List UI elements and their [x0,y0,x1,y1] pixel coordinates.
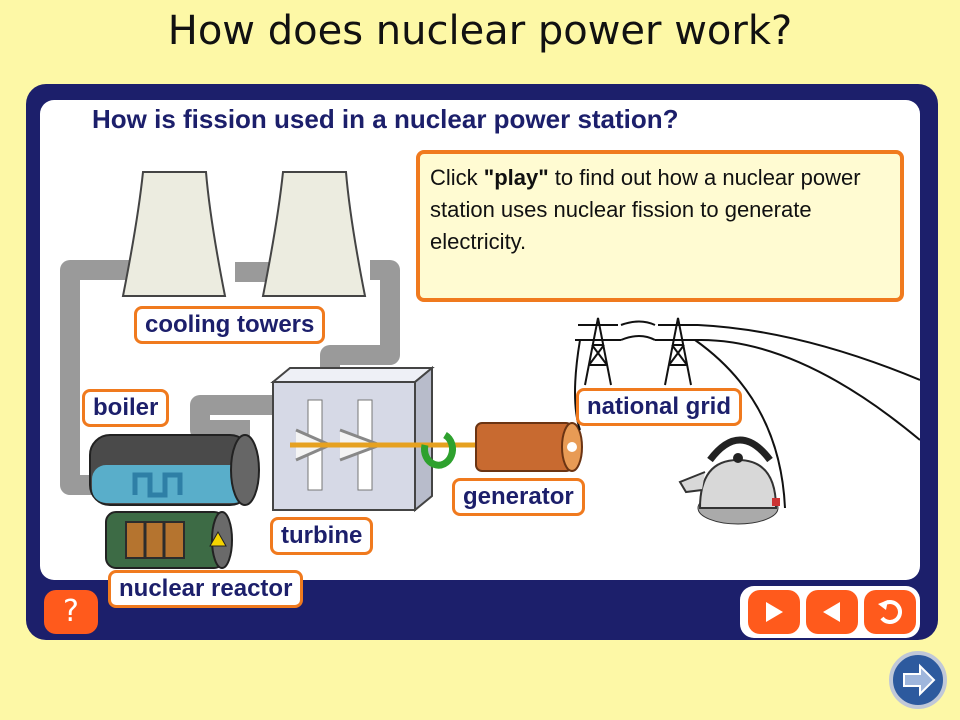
play-button[interactable] [748,590,800,634]
power-station-diagram [60,171,920,569]
play-icon [763,600,785,624]
label-boiler: boiler [82,389,170,427]
label-turbine: turbine [270,517,374,555]
panel-heading: How is fission used in a nuclear power s… [92,104,679,134]
cooling-towers-graphic [121,171,367,297]
next-slide-button[interactable] [888,650,948,710]
instruction-text-end: to find out how a nuclear power station … [430,165,861,254]
help-button[interactable]: ? [44,590,98,634]
instruction-play-keyword: "play" [483,165,549,190]
replay-button[interactable] [864,590,916,634]
boiler-graphic [89,434,260,506]
label-generator: generator [452,478,585,516]
label-cooling-towers: cooling towers [134,306,326,344]
slide-title: How does nuclear power work? [167,8,793,54]
label-nuclear-reactor: nuclear reactor [108,570,304,608]
back-button[interactable] [806,590,858,634]
pylons-graphic [574,317,920,509]
reactor-graphic [105,511,233,569]
instruction-box: Click "play" to find out how a nuclear p… [416,150,904,302]
next-slide-arrow-icon [888,650,948,710]
label-national-grid: national grid [576,388,742,426]
generator-graphic [475,422,583,472]
rotation-arrow-graphic [421,431,456,469]
back-icon [821,600,843,624]
turbine-graphic [270,365,500,513]
replay-icon [876,598,904,626]
instruction-text-start: Click [430,165,484,190]
kettle-graphic [678,436,780,525]
steam-pipes [60,260,400,495]
